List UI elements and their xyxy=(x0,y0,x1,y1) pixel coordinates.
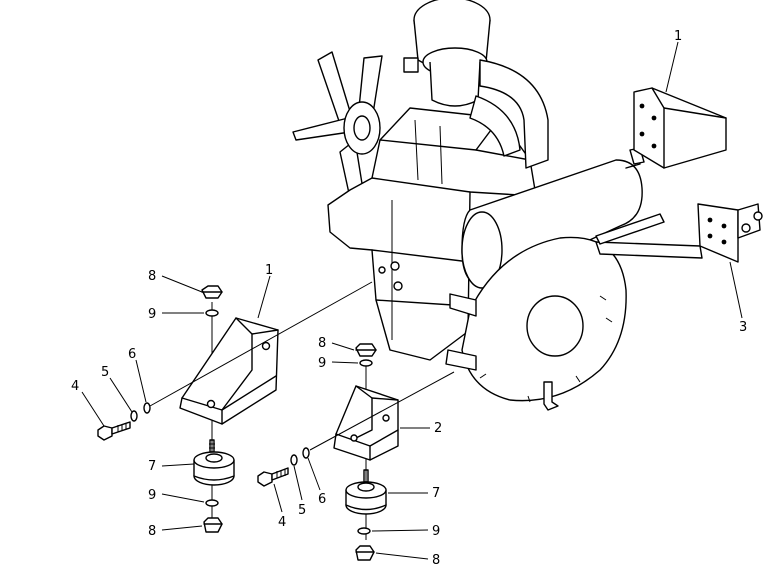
callout-1-top: 1 xyxy=(674,29,682,44)
callout-9-right-top: 9 xyxy=(318,356,326,371)
callout-9-right-bottom: 9 xyxy=(432,524,440,539)
callout-6-left: 6 xyxy=(128,347,136,362)
callout-8-right-bottom: 8 xyxy=(432,553,440,568)
nut xyxy=(355,545,375,561)
rear-mount-bracket-3 xyxy=(697,203,763,263)
callout-2: 2 xyxy=(434,421,442,436)
callout-3: 3 xyxy=(739,320,747,335)
flat-washer xyxy=(302,447,310,459)
nut xyxy=(355,343,377,357)
rear-mount-bracket-1 xyxy=(633,87,727,169)
washer xyxy=(205,309,219,317)
engine-frame-rails xyxy=(595,147,703,259)
nut xyxy=(201,285,223,299)
lock-washer xyxy=(130,410,138,422)
washer xyxy=(359,359,373,367)
engine-assembly xyxy=(292,0,703,411)
callout-5-mid: 5 xyxy=(298,503,306,518)
callout-7-left: 7 xyxy=(148,459,156,474)
rubber-mount xyxy=(345,481,387,515)
callout-7-right: 7 xyxy=(432,486,440,501)
washer xyxy=(357,527,371,535)
cooling-fan xyxy=(292,51,383,199)
nut xyxy=(203,517,223,533)
flat-washer xyxy=(143,402,151,414)
callout-1-left: 1 xyxy=(265,263,273,278)
callout-labels: 1 1 2 3 4 4 5 5 6 6 7 7 8 8 8 8 9 9 9 9 xyxy=(71,29,747,568)
front-mount-bracket-1 xyxy=(179,317,279,425)
muffler xyxy=(461,159,643,289)
callout-9-left-top: 9 xyxy=(148,307,156,322)
bolt xyxy=(257,467,289,487)
callout-4-mid: 4 xyxy=(278,515,286,530)
callout-9-left-bottom: 9 xyxy=(148,488,156,503)
callout-leaders xyxy=(81,41,743,560)
rubber-mount xyxy=(193,451,235,486)
callout-5-left: 5 xyxy=(101,365,109,380)
flywheel-housing xyxy=(461,236,627,411)
right-mount-group xyxy=(257,343,455,561)
callout-8-right-top: 8 xyxy=(318,336,326,351)
callout-8-left-top: 8 xyxy=(148,269,156,284)
bolt xyxy=(97,421,131,441)
callout-6-mid: 6 xyxy=(318,492,326,507)
front-mount-bracket-2 xyxy=(333,385,399,461)
left-mount-group xyxy=(97,281,373,533)
washer xyxy=(205,499,219,507)
callout-4-left: 4 xyxy=(71,379,79,394)
callout-8-left-bottom: 8 xyxy=(148,524,156,539)
lock-washer xyxy=(290,454,298,466)
air-cleaner xyxy=(403,0,549,169)
